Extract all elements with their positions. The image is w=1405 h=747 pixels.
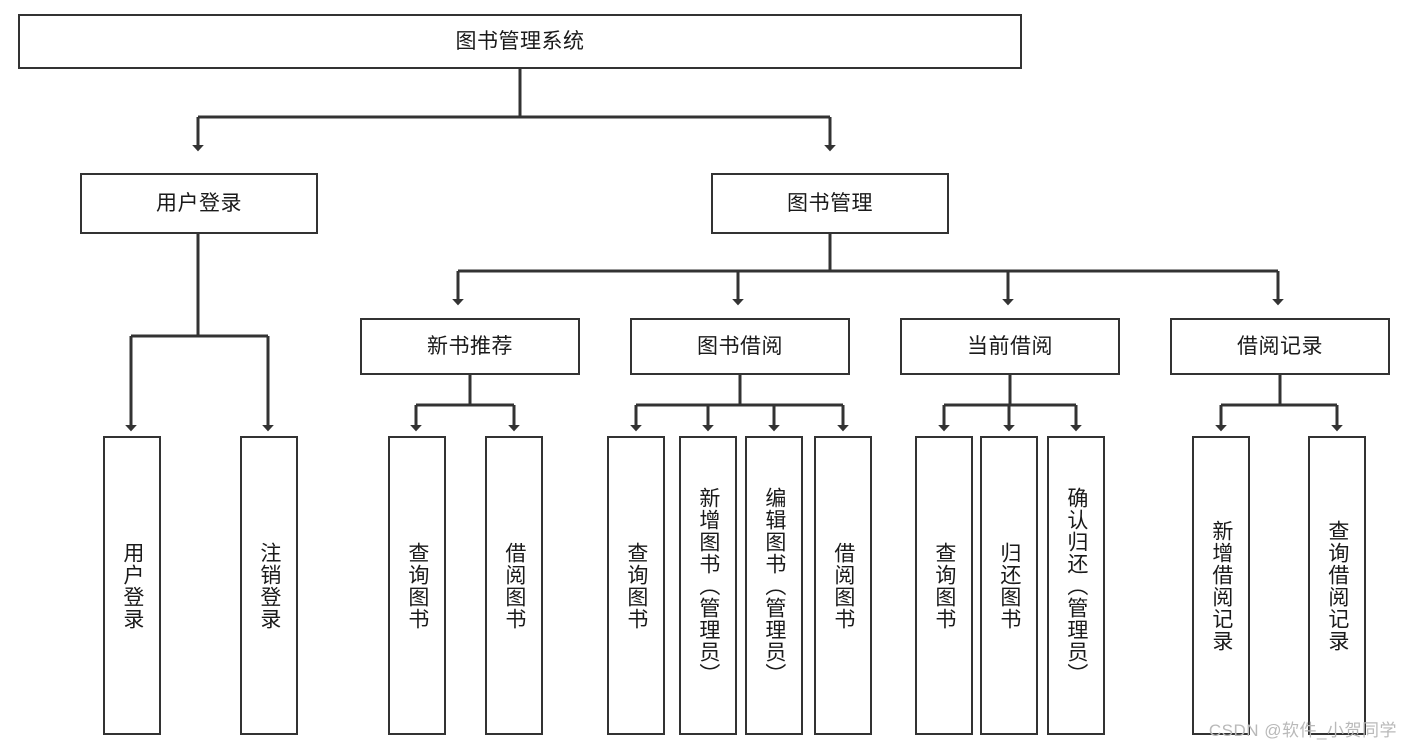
node-book-borrow[interactable]: 图书借阅	[630, 318, 850, 375]
leaf-book-borrow-edit-book-admin[interactable]: 编辑图书（管理员）	[745, 436, 803, 735]
leaf-current-borrow-return-books[interactable]: 归还图书	[980, 436, 1038, 735]
node-label: 查询借阅记录	[1325, 519, 1349, 652]
node-label: 用户登录	[156, 191, 242, 215]
csdn-watermark: CSDN @软件_小贺同学	[1208, 721, 1397, 740]
node-label: 图书管理系统	[455, 29, 585, 53]
node-label: 归还图书	[997, 541, 1021, 630]
node-label: 用户登录	[120, 541, 144, 630]
node-label: 新增图书（管理员）	[696, 486, 720, 685]
node-root-book-management-system[interactable]: 图书管理系统	[18, 14, 1022, 69]
node-label: 图书借阅	[697, 334, 783, 358]
leaf-book-borrow-borrow-books[interactable]: 借阅图书	[814, 436, 872, 735]
leaf-current-borrow-query-books[interactable]: 查询图书	[915, 436, 973, 735]
node-book-management[interactable]: 图书管理	[711, 173, 949, 234]
node-label: 图书管理	[787, 191, 873, 215]
node-label: 查询图书	[624, 541, 648, 630]
leaf-borrow-record-query-record[interactable]: 查询借阅记录	[1308, 436, 1366, 735]
node-label: 确认归还（管理员）	[1064, 486, 1088, 685]
node-borrow-record[interactable]: 借阅记录	[1170, 318, 1390, 375]
node-label: 编辑图书（管理员）	[762, 486, 786, 685]
node-current-borrow[interactable]: 当前借阅	[900, 318, 1120, 375]
leaf-new-book-borrow-books[interactable]: 借阅图书	[485, 436, 543, 735]
leaf-user-login-logout[interactable]: 注销登录	[240, 436, 298, 735]
node-label: 注销登录	[257, 541, 281, 630]
node-label: 新增借阅记录	[1209, 519, 1233, 652]
node-label: 借阅图书	[502, 541, 526, 630]
leaf-new-book-query-books[interactable]: 查询图书	[388, 436, 446, 735]
leaf-book-borrow-query-books[interactable]: 查询图书	[607, 436, 665, 735]
node-label: 新书推荐	[427, 334, 513, 358]
leaf-user-login-login[interactable]: 用户登录	[103, 436, 161, 735]
node-label: 借阅记录	[1237, 334, 1323, 358]
node-label: 当前借阅	[967, 334, 1053, 358]
node-user-login[interactable]: 用户登录	[80, 173, 318, 234]
leaf-book-borrow-add-book-admin[interactable]: 新增图书（管理员）	[679, 436, 737, 735]
leaf-borrow-record-add-record[interactable]: 新增借阅记录	[1192, 436, 1250, 735]
leaf-current-borrow-confirm-return-admin[interactable]: 确认归还（管理员）	[1047, 436, 1105, 735]
node-new-book-recommendation[interactable]: 新书推荐	[360, 318, 580, 375]
node-label: 借阅图书	[831, 541, 855, 630]
node-label: 查询图书	[932, 541, 956, 630]
node-label: 查询图书	[405, 541, 429, 630]
